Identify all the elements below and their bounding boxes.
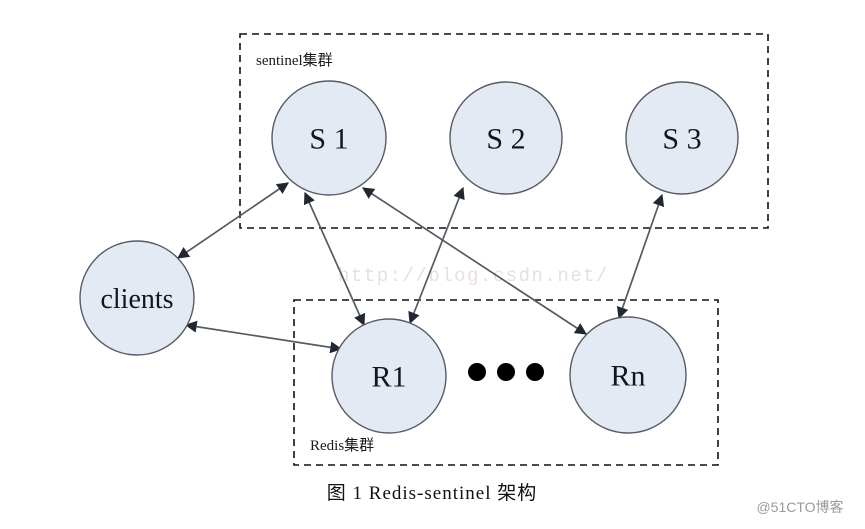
group-box-redis-cluster: [293, 299, 719, 466]
edge-s2-r1: [408, 186, 465, 325]
node-label-s2: S 2: [486, 123, 525, 156]
node-circle-s2[interactable]: [449, 81, 563, 195]
node-label-s3: S 3: [662, 123, 701, 156]
node-circle-s3[interactable]: [625, 81, 739, 195]
node-circle-s1[interactable]: [271, 80, 387, 196]
node-label-rn: Rn: [610, 360, 645, 393]
edge-s1-rn: [362, 187, 587, 335]
edge-clients-s1: [177, 182, 289, 259]
node-label-s1: S 1: [309, 123, 348, 156]
figure-caption: 图 1 Redis-sentinel 架构: [327, 482, 537, 504]
group-redis-cluster: Redis集群: [293, 299, 719, 466]
node-circle-r1[interactable]: [331, 318, 447, 434]
edge-s3-rn: [616, 193, 665, 320]
group-label-redis-cluster: Redis集群: [310, 437, 374, 454]
edges-layer: [177, 182, 665, 354]
node-s3[interactable]: S 3: [625, 81, 739, 195]
ellipsis-dot-2: [497, 363, 515, 381]
ellipsis-dot-3: [526, 363, 544, 381]
node-label-r1: R1: [371, 361, 406, 394]
node-rn[interactable]: Rn: [569, 316, 687, 434]
node-clients[interactable]: clients: [79, 240, 195, 356]
edge-s1-r1: [303, 191, 366, 327]
ellipsis-layer: [468, 363, 544, 381]
watermark-url-text: http://blog.csdn.net/: [338, 265, 609, 287]
node-label-clients: clients: [100, 284, 173, 315]
edge-clients-r1: [184, 320, 343, 354]
node-r1[interactable]: R1: [331, 318, 447, 434]
ellipsis-dot-1: [468, 363, 486, 381]
group-boxes-layer: sentinel集群 Redis集群: [239, 33, 769, 466]
node-circle-clients[interactable]: [79, 240, 195, 356]
node-s2[interactable]: S 2: [449, 81, 563, 195]
node-s1[interactable]: S 1: [271, 80, 387, 196]
node-circle-rn[interactable]: [569, 316, 687, 434]
watermark-layer: http://blog.csdn.net/: [338, 265, 609, 287]
group-label-sentinel-cluster: sentinel集群: [256, 52, 333, 69]
watermark-corner-text: @51CTO博客: [756, 499, 843, 515]
